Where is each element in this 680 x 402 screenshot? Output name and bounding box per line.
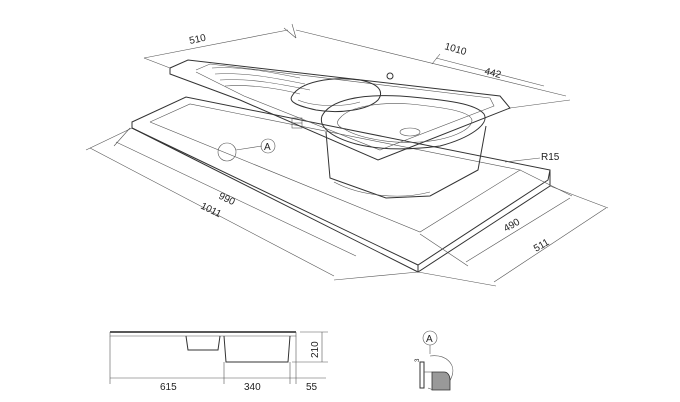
dim-340-text: 340 bbox=[244, 382, 261, 393]
drain-icon bbox=[399, 127, 421, 137]
detail-small-text: 3 bbox=[415, 358, 421, 362]
main-bowl bbox=[320, 95, 487, 199]
isometric-view: A 510 1010 442 R15 bbox=[85, 23, 609, 287]
tap-hole-icon bbox=[386, 72, 394, 80]
dim-511-text: 511 bbox=[532, 237, 552, 255]
dim-510-text: 510 bbox=[188, 33, 207, 47]
detail-a-label: A bbox=[264, 142, 271, 153]
section-view: 615 340 55 210 bbox=[109, 331, 328, 393]
dim-1010-text: 1010 bbox=[443, 41, 468, 58]
dim-990-text: 990 bbox=[217, 191, 237, 208]
dim-490-text: 490 bbox=[502, 217, 522, 235]
dim-442: 442 bbox=[431, 53, 545, 87]
dim-55-text: 55 bbox=[306, 382, 318, 393]
small-bowl bbox=[290, 78, 382, 113]
dim-r15-text: R15 bbox=[541, 152, 560, 163]
dim-1010: 1010 bbox=[291, 23, 571, 109]
dim-1011-text: 1011 bbox=[199, 201, 224, 221]
small-bowl-drain bbox=[291, 117, 303, 129]
dim-615-text: 615 bbox=[160, 382, 177, 393]
cutout-plate bbox=[131, 96, 551, 273]
sink-top bbox=[169, 59, 511, 161]
dim-1011: 1011 bbox=[85, 127, 419, 281]
detail-a-callout: A bbox=[217, 138, 276, 162]
detail-a-profile bbox=[431, 371, 451, 391]
detail-a-view: A 3 bbox=[415, 330, 454, 391]
dim-510: 510 bbox=[143, 27, 297, 69]
dim-990: 990 bbox=[113, 127, 357, 257]
dim-r15: R15 bbox=[504, 152, 560, 163]
detail-a-title: A bbox=[426, 334, 433, 345]
dim-511: 511 bbox=[417, 185, 609, 287]
dim-442-text: 442 bbox=[483, 66, 502, 81]
dim-210-text: 210 bbox=[310, 341, 321, 358]
